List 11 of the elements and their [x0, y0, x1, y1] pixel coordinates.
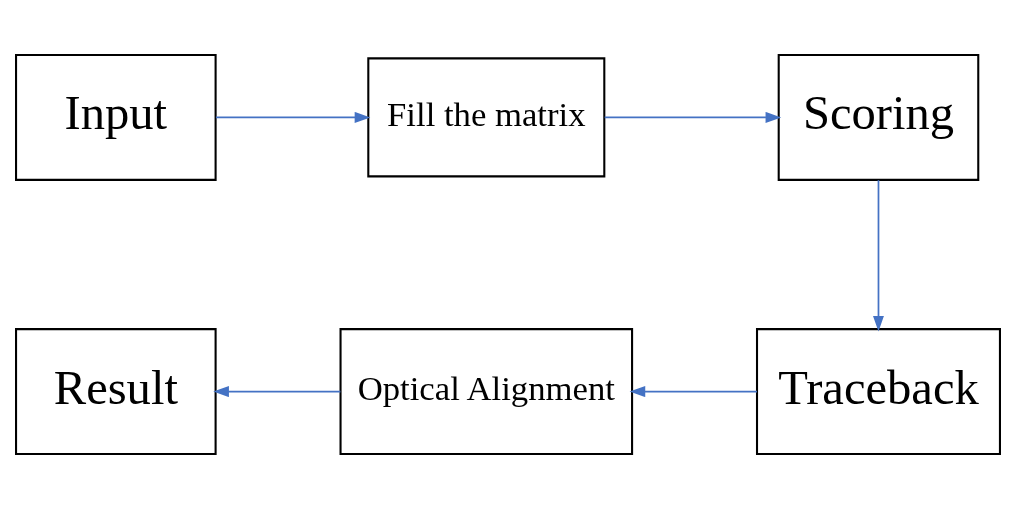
node-box: Result [15, 328, 217, 456]
node-box: Input [15, 53, 217, 181]
node-box: Fill the matrix [367, 57, 606, 178]
arrow [213, 386, 342, 398]
node-box: Scoring [777, 53, 980, 181]
arrow [629, 386, 758, 398]
node-box: Optical Alignment [339, 328, 634, 456]
arrow [873, 179, 884, 332]
arrow [603, 111, 782, 123]
arrow [215, 111, 371, 123]
node-box: Traceback [755, 328, 1001, 456]
